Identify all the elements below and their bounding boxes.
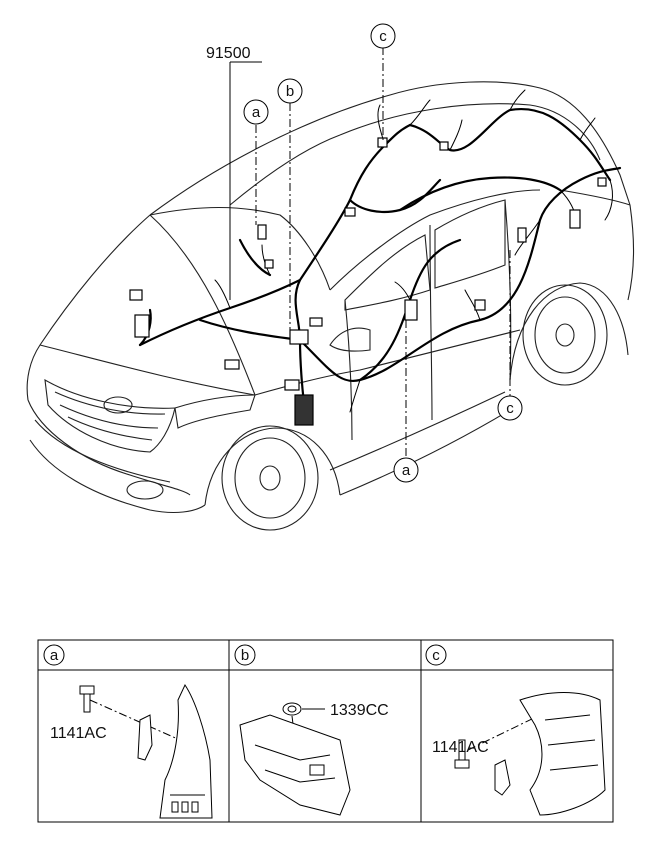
- callout-c-right: c: [497, 395, 523, 421]
- svg-text:c: c: [432, 647, 440, 664]
- panel-b-part-number: 1339CC: [330, 702, 389, 719]
- svg-text:b: b: [241, 647, 249, 664]
- panel-a-drawing: [79, 683, 213, 819]
- callout-b-top: b: [277, 78, 303, 104]
- panel-c-part-number: 1141AC: [432, 739, 489, 756]
- leader-lines: [229, 47, 511, 458]
- svg-text:a: a: [402, 462, 411, 479]
- wiring-branches: [214, 89, 613, 413]
- panel-c-header: c: [425, 644, 447, 666]
- svg-text:c: c: [379, 28, 387, 45]
- panel-c-drawing: [454, 692, 606, 816]
- car-illustration: [26, 81, 635, 531]
- panel-a-header: a: [43, 644, 65, 666]
- main-part-number: 91500: [206, 45, 251, 62]
- callout-a-top: a: [243, 99, 269, 125]
- svg-text:b: b: [286, 83, 294, 100]
- panel-b-drawing: [239, 702, 351, 816]
- panel-a-part-number: 1141AC: [50, 725, 107, 742]
- svg-text:a: a: [252, 104, 261, 121]
- svg-text:a: a: [50, 647, 59, 664]
- detail-table: [37, 639, 614, 823]
- connectors: [129, 137, 607, 426]
- callout-a-bottom: a: [393, 457, 419, 483]
- svg-text:c: c: [506, 400, 514, 417]
- callout-c-top: c: [370, 23, 396, 49]
- panel-b-header: b: [234, 644, 256, 666]
